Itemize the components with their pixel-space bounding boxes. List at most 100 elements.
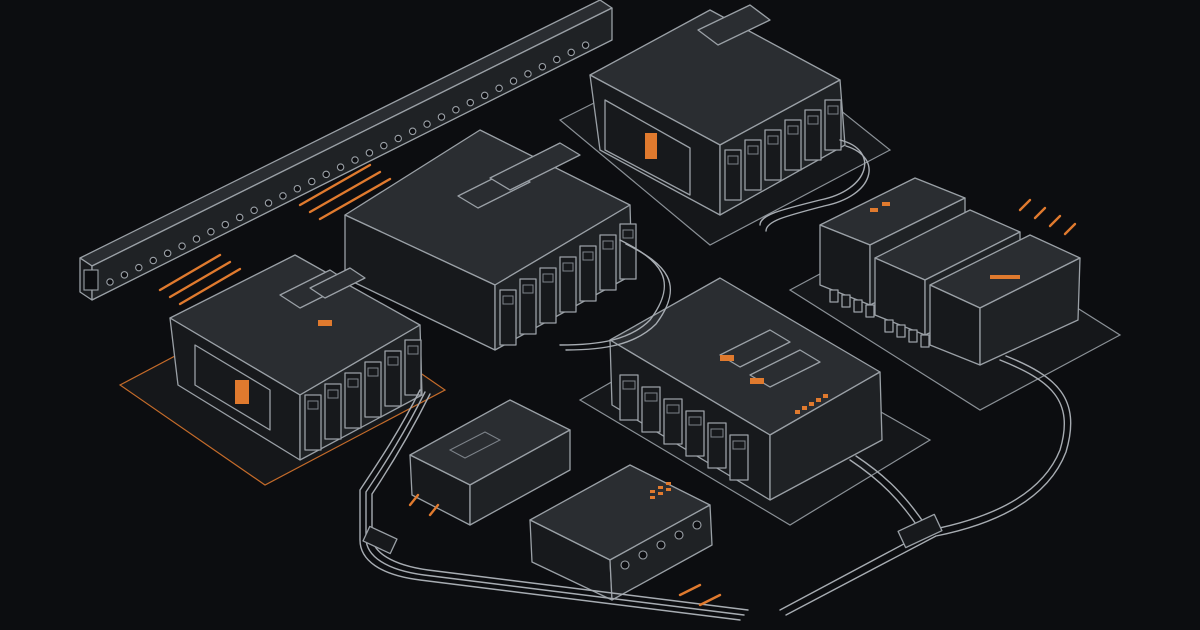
relay-cluster-right xyxy=(788,177,1122,411)
relay-terminal xyxy=(841,294,851,308)
pole-window xyxy=(710,428,724,438)
rail-screw-hole xyxy=(509,77,518,85)
rail-screw-hole xyxy=(336,163,345,171)
status-led xyxy=(802,406,807,410)
relay-terminal xyxy=(920,334,930,348)
status-led xyxy=(809,402,814,406)
rail-screw-hole xyxy=(365,149,374,157)
pole-window xyxy=(767,135,779,145)
rail-screw-hole xyxy=(264,199,273,207)
rail-screw-hole xyxy=(250,206,258,214)
breaker-pole xyxy=(559,256,577,313)
rail-screw-hole xyxy=(135,263,143,272)
pole-window xyxy=(542,273,554,283)
breaker-pole xyxy=(685,410,705,457)
contactor-center-right xyxy=(578,277,932,526)
pole-window xyxy=(732,440,746,450)
breaker-pole xyxy=(364,361,382,418)
rail-screw-hole xyxy=(480,91,489,100)
pole-window xyxy=(307,400,319,410)
rail-screw-hole xyxy=(581,41,590,49)
pole-window xyxy=(562,262,574,272)
rail-screw-hole xyxy=(380,141,388,150)
status-led xyxy=(816,398,821,402)
terminal-screw xyxy=(692,520,702,530)
breaker-module-left xyxy=(118,254,447,486)
pole-window xyxy=(747,145,759,155)
rail-screw-hole xyxy=(192,235,201,243)
breaker-pole xyxy=(824,99,842,151)
rail-screw-hole xyxy=(524,70,532,78)
rail-screw-hole xyxy=(466,98,475,107)
breaker-pole xyxy=(344,372,362,429)
rail-screw-hole xyxy=(308,177,316,186)
rail-screw-hole xyxy=(437,113,446,121)
breaker-pole xyxy=(519,278,537,335)
status-led xyxy=(666,488,671,491)
breaker-pole xyxy=(641,386,661,433)
breaker-pole xyxy=(764,129,782,181)
rail-screw-hole xyxy=(120,271,129,279)
pole-window xyxy=(827,105,839,115)
rail-screw-hole xyxy=(221,220,230,229)
pole-window xyxy=(727,155,739,165)
breaker-pole xyxy=(744,139,762,191)
rail-screw-hole xyxy=(149,256,157,265)
breaker-pole xyxy=(404,339,422,396)
power-supply-box xyxy=(409,399,571,526)
status-led xyxy=(795,410,800,414)
breaker-module-middle xyxy=(344,129,637,351)
rail-screw-hole xyxy=(163,249,172,258)
terminal-screw xyxy=(638,550,648,560)
rail-screw-hole xyxy=(394,134,402,143)
status-led xyxy=(650,496,655,499)
breaker-pole xyxy=(619,374,639,421)
wire-harness xyxy=(158,139,1077,621)
breaker-pole xyxy=(599,234,617,291)
status-led xyxy=(658,492,663,495)
pole-window xyxy=(367,367,379,377)
rail-screw-hole xyxy=(207,228,215,236)
relay-module-bottom xyxy=(529,464,713,601)
breaker-pole xyxy=(804,109,822,161)
pole-window xyxy=(622,380,636,390)
pole-window xyxy=(522,284,534,294)
status-led xyxy=(823,394,828,398)
terminal-screw xyxy=(620,560,630,570)
status-led xyxy=(658,486,663,489)
terminal-screw xyxy=(674,530,684,540)
rail-screw-hole xyxy=(235,213,244,222)
breaker-pole xyxy=(729,434,749,481)
pole-window xyxy=(602,240,614,250)
pole-window xyxy=(387,356,399,366)
breaker-pole xyxy=(304,394,322,451)
breaker-pole xyxy=(784,119,802,171)
breaker-pole xyxy=(724,149,742,201)
relay-terminal xyxy=(908,329,918,343)
breaker-pole xyxy=(539,267,557,324)
breaker-pole xyxy=(663,398,683,445)
terminal-rail xyxy=(79,0,613,301)
breaker-pole xyxy=(384,350,402,407)
pole-window xyxy=(688,416,702,426)
rail-screw-hole xyxy=(553,55,561,64)
rail-screw-hole xyxy=(178,242,186,250)
pole-window xyxy=(622,229,634,239)
rail-screw-hole xyxy=(293,184,302,193)
breaker-pole xyxy=(707,422,727,469)
breaker-pole xyxy=(324,383,342,440)
rail-screw-hole xyxy=(279,192,287,200)
relay-terminal xyxy=(884,319,894,333)
rail-screw-hole xyxy=(322,170,330,179)
pole-window xyxy=(582,251,594,261)
breaker-pole xyxy=(579,245,597,302)
pole-window xyxy=(407,345,419,355)
rail-screw-hole xyxy=(408,127,417,136)
relay-terminal xyxy=(829,289,839,303)
pole-window xyxy=(644,392,658,402)
pole-window xyxy=(807,115,819,125)
relay-terminal xyxy=(853,299,863,313)
breaker-pole xyxy=(499,289,517,346)
status-led xyxy=(650,490,655,493)
